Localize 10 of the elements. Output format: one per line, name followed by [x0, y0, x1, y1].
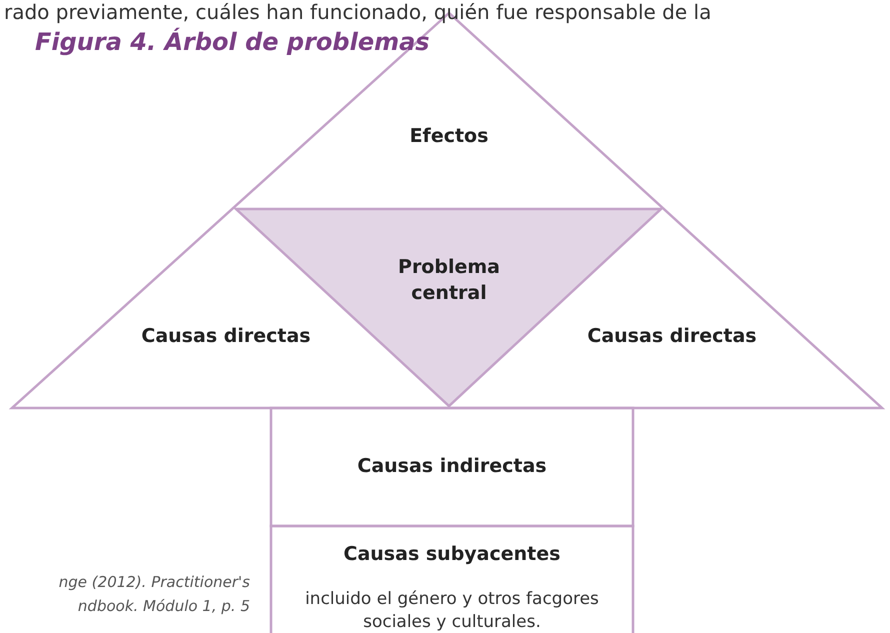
node-heading: Causas subyacentes [342, 542, 562, 567]
node-heading: Causas directas [586, 324, 758, 349]
node-heading: Efectos [408, 124, 490, 149]
node-heading: Causas indirectas [356, 454, 548, 479]
node-heading: Problema central [397, 255, 501, 306]
body-text: rado previamente, cuáles han funcionado, quién fue responsable de la [4, 0, 712, 24]
figure-title: Figura 4. Árbol de problemas [35, 28, 430, 56]
node-description: incluido el género y otros facgores sociales y culturales. [304, 588, 600, 633]
node-heading: Causas directas [140, 324, 312, 349]
source-caption: nge (2012). Practitioner's ndbook. Módulo 1, p. 5 [58, 572, 250, 617]
